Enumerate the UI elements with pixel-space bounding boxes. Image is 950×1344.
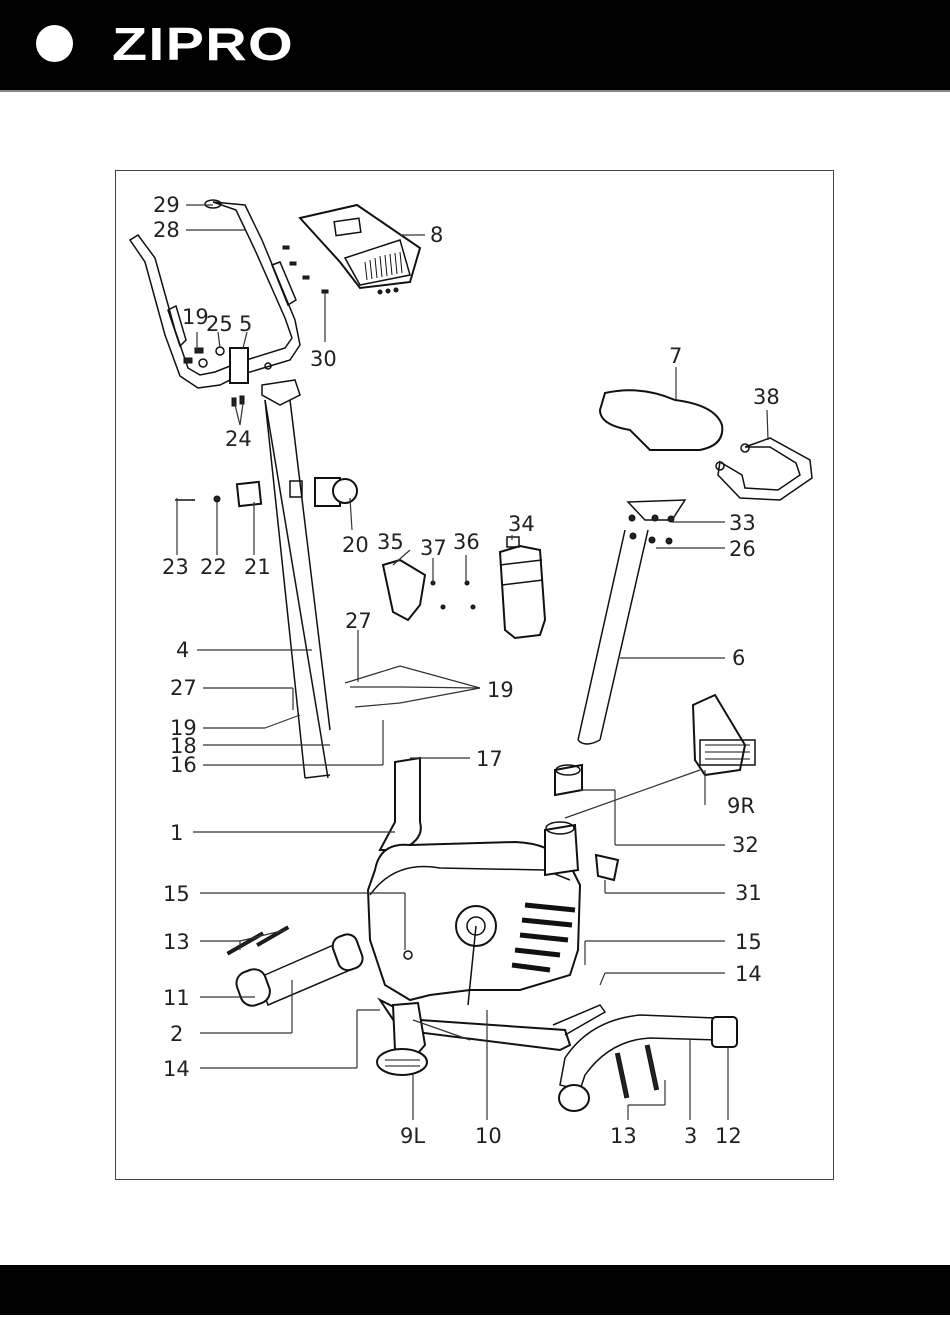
part-label-33: 33 [729, 511, 756, 535]
part-label-25: 25 [206, 312, 233, 336]
part-label-1: 1 [170, 821, 183, 845]
part-label-3: 3 [684, 1124, 697, 1148]
part-label-4: 4 [176, 638, 189, 662]
part-label-9L: 9L [400, 1124, 425, 1148]
part-label-2: 2 [170, 1022, 183, 1046]
part-label-37: 37 [420, 536, 447, 560]
part-label-23: 23 [162, 555, 189, 579]
part-label-27: 27 [345, 609, 372, 633]
part-label-13: 13 [163, 930, 190, 954]
part-label-13b: 13 [610, 1124, 637, 1148]
part-label-12: 12 [715, 1124, 742, 1148]
part-label-36: 36 [453, 530, 480, 554]
part-label-9R: 9R [727, 794, 755, 818]
sensor-drawing [175, 478, 357, 506]
part-label-11: 11 [163, 986, 190, 1010]
part-label-31: 31 [735, 881, 762, 905]
part-label-17: 17 [476, 747, 503, 771]
part-label-21: 21 [244, 555, 271, 579]
part-label-14: 14 [735, 962, 762, 986]
rear-stabilizer-drawing [559, 1015, 737, 1111]
pedal-left-drawing [377, 1003, 427, 1075]
part-label-14b: 14 [163, 1057, 190, 1081]
pedal-right-drawing [693, 695, 755, 775]
part-label-30: 30 [310, 347, 337, 371]
part-label-16: 16 [170, 753, 197, 777]
part-label-32: 32 [732, 833, 759, 857]
part-label-10: 10 [475, 1124, 502, 1148]
seat-drawing [578, 390, 812, 744]
part-label-5: 5 [239, 312, 252, 336]
part-label-35: 35 [377, 530, 404, 554]
handlebar-post-drawing [262, 363, 330, 778]
part-label-27b: 27 [170, 676, 197, 700]
part-label-15b: 15 [735, 930, 762, 954]
part-label-26: 26 [729, 537, 756, 561]
part-label-6: 6 [732, 646, 745, 670]
part-label-8: 8 [430, 223, 443, 247]
part-label-22: 22 [200, 555, 227, 579]
part-label-29: 29 [153, 193, 180, 217]
part-label-19b: 19 [487, 678, 514, 702]
part-label-34: 34 [508, 512, 535, 536]
part-label-24: 24 [225, 427, 252, 451]
part-label-15: 15 [163, 882, 190, 906]
part-label-7: 7 [669, 344, 682, 368]
console-drawing [283, 205, 420, 294]
part-label-38: 38 [753, 385, 780, 409]
part-label-19: 19 [182, 305, 209, 329]
part-label-28: 28 [153, 218, 180, 242]
part-label-20: 20 [342, 533, 369, 557]
footer-bar [0, 1265, 950, 1315]
clamp-drawing [184, 347, 248, 406]
